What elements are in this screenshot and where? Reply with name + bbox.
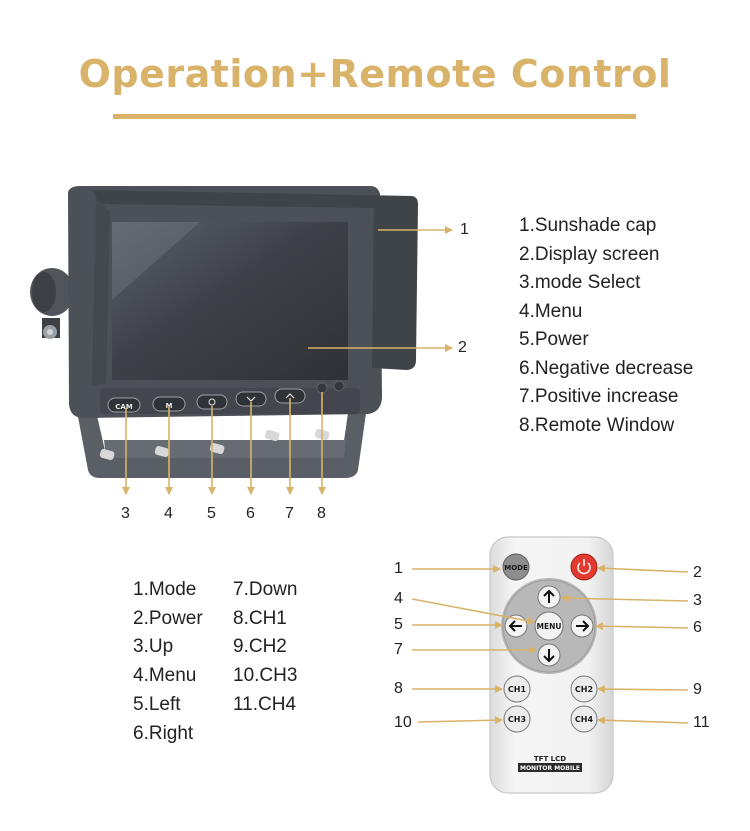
remote-control: MODE MENU CH1 CH2 CH3 CH4 TFT LCD MONITO… (489, 536, 614, 794)
callout-screen: 2 (458, 339, 467, 356)
callout-remote-4: 4 (394, 590, 403, 607)
legend-item: 6.Negative decrease (519, 357, 694, 379)
monitor-callout-arrows (122, 226, 453, 495)
up-chevron-icon (285, 393, 295, 399)
cam-button-label: CAM (115, 403, 133, 411)
down-chevron-icon (246, 396, 256, 402)
legend-item: 8.CH1 (233, 607, 287, 629)
remote-callout-arrows (411, 564, 689, 725)
ch2-button-label: CH2 (575, 685, 593, 694)
legend-item: 5.Left (133, 693, 181, 715)
remote-legend-col1: 1.Mode 2.Power 3.Up 4.Menu 5.Left 6.Righ… (133, 576, 203, 748)
menu-button-label: MENU (537, 622, 562, 631)
legend-item: 9.CH2 (233, 636, 287, 658)
ch1-button (503, 675, 531, 703)
legend-item: 1.Mode (133, 579, 197, 600)
legend-item: 4.Menu (519, 300, 583, 322)
title-underline (113, 114, 636, 119)
display-screen (112, 222, 348, 380)
callout-bottom-7: 7 (285, 505, 294, 522)
callout-remote-11: 11 (693, 714, 710, 731)
arrow-right-icon (576, 620, 590, 632)
legend-item: 10.CH3 (233, 665, 298, 687)
legend-item: 3.Up (133, 636, 174, 658)
callout-bottom-8: 8 (317, 505, 326, 522)
callout-remote-3: 3 (693, 592, 702, 609)
arrow-up-icon (543, 589, 555, 603)
brand-line-2: MONITOR MOBILE (520, 765, 580, 772)
callout-remote-6: 6 (693, 619, 702, 636)
ch3-button (503, 705, 531, 733)
callout-remote-1: 1 (394, 560, 403, 577)
legend-item: 1.Sunshade cap (519, 215, 657, 236)
callout-remote-2: 2 (693, 564, 702, 581)
callout-bottom-6: 6 (246, 505, 255, 522)
callout-remote-5: 5 (394, 616, 403, 633)
arrow-down-icon (543, 649, 555, 663)
power-icon (577, 562, 591, 575)
mount-bracket (72, 385, 370, 478)
legend-item: 7.Positive increase (519, 386, 679, 407)
legend-item: 5.Power (519, 329, 589, 350)
callout-bottom-3: 3 (121, 505, 130, 522)
sunshade-cap (92, 190, 418, 370)
remote-window (316, 382, 328, 394)
mode-button-label: MODE (504, 564, 528, 572)
legend-item: 3.mode Select (519, 272, 641, 293)
callout-bottom-5: 5 (207, 505, 216, 522)
legend-item: 2.Display screen (519, 243, 660, 265)
menu-button (534, 611, 564, 641)
callout-remote-8: 8 (394, 680, 403, 697)
ch4-button-label: CH4 (575, 715, 594, 724)
legend-item: 8.Remote Window (519, 414, 675, 436)
ch1-button-label: CH1 (508, 685, 527, 694)
callout-remote-7: 7 (394, 641, 403, 658)
ch4-button (570, 705, 598, 733)
power-button (570, 553, 598, 581)
callout-bottom-4: 4 (164, 505, 173, 522)
arrow-left-icon (508, 620, 522, 632)
legend-item: 11.CH4 (233, 693, 297, 715)
callout-remote-9: 9 (693, 681, 702, 698)
legend-item: 2.Power (133, 607, 203, 629)
page-title: Operation+Remote Control (78, 52, 672, 96)
ch2-button (570, 675, 598, 703)
mode-button (502, 553, 530, 581)
callout-sunshade: 1 (460, 221, 469, 238)
remote-legend-col2: 7.Down 8.CH1 9.CH2 10.CH3 11.CH4 (233, 576, 297, 720)
monitor-legend: 1.Sunshade cap 2.Display screen 3.mode S… (519, 212, 693, 440)
power-icon (208, 398, 216, 406)
brand-line-1: TFT LCD (534, 755, 566, 763)
ch3-button-label: CH3 (508, 715, 526, 724)
legend-item: 7.Down (233, 579, 298, 600)
legend-item: 6.Right (133, 722, 194, 744)
monitor: CAM M (30, 186, 418, 478)
legend-item: 4.Menu (133, 665, 197, 687)
callout-remote-10: 10 (394, 714, 412, 731)
